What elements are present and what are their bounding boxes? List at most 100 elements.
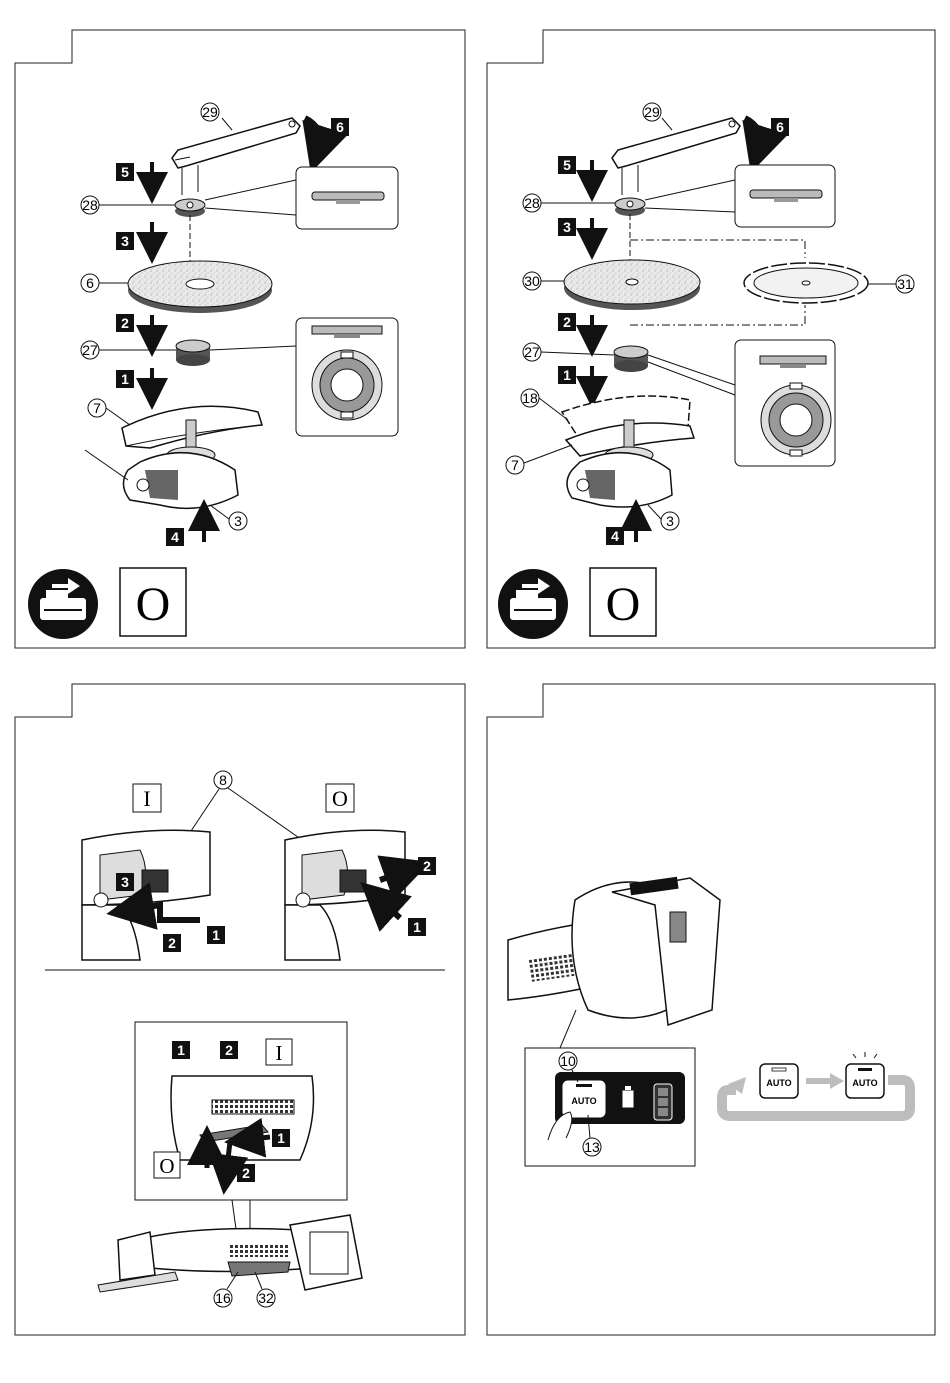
inner-flange [614,346,648,372]
step-badge: 3 [558,218,576,236]
switch-off-box: O [120,568,186,636]
remove-battery-icon [498,569,568,639]
svg-text:AUTO: AUTO [852,1078,877,1088]
step-badge: 1 [272,1129,290,1147]
callout-29-a: 29 [201,103,219,121]
grinding-wheel [564,260,700,310]
svg-text:5: 5 [563,157,571,173]
svg-text:2: 2 [423,858,431,874]
svg-text:O: O [136,578,171,631]
step-badge: 3 [116,873,134,891]
svg-text:O: O [332,786,348,811]
symbol-on-box: I [133,784,161,812]
callout-29-b: 29 [643,103,661,121]
step-badge: 6 [331,118,349,136]
callout-6-a: 6 [81,274,99,292]
svg-text:28: 28 [524,195,540,211]
svg-text:I: I [143,786,150,811]
callout-16-c: 16 [214,1289,232,1307]
svg-text:5: 5 [121,164,129,180]
svg-text:6: 6 [776,119,784,135]
step-badge: 2 [163,934,181,952]
flange-nut [175,199,205,217]
step-badge: 1 [172,1041,190,1059]
callout-32-c: 32 [257,1289,275,1307]
svg-text:4: 4 [171,529,179,545]
diamond-wheel [744,263,868,303]
svg-text:7: 7 [511,457,519,473]
svg-text:3: 3 [666,513,674,529]
grinding-wheel [128,261,272,313]
svg-text:31: 31 [897,276,913,292]
step-badge: 2 [418,857,436,875]
switch-off-box: O [590,568,656,636]
svg-text:1: 1 [212,927,220,943]
step-badge: 1 [558,366,576,384]
callout-3-b: 3 [661,512,679,530]
step-badge: 1 [408,918,426,936]
step-badge: 1 [116,370,134,388]
step-badge: 5 [558,156,576,174]
svg-text:1: 1 [413,919,421,935]
svg-text:2: 2 [563,314,571,330]
step-badge: 2 [558,313,576,331]
step-badge: 1 [207,926,225,944]
svg-text:3: 3 [121,233,129,249]
svg-text:3: 3 [121,874,129,890]
svg-text:6: 6 [336,119,344,135]
callout-30-b: 30 [523,272,541,290]
svg-text:27: 27 [524,344,540,360]
callout-7-b: 7 [506,456,524,474]
svg-text:2: 2 [121,315,129,331]
svg-text:10: 10 [560,1053,576,1069]
svg-text:27: 27 [82,342,98,358]
flange-nut [615,198,645,216]
auto-cycle-diagram: AUTO AUTO [722,1052,910,1116]
panel-c-switch-operation: I O 8 3 1 2 2 [15,684,465,1335]
callout-8-c: 8 [214,771,232,789]
svg-text:1: 1 [121,371,129,387]
callout-27-b: 27 [523,343,541,361]
svg-text:1: 1 [563,367,571,383]
step-badge: 4 [606,527,624,545]
step-badge: 2 [116,314,134,332]
svg-text:2: 2 [168,935,176,951]
callout-3-a: 3 [229,512,247,530]
step-badge: 4 [166,528,184,546]
svg-text:8: 8 [219,772,227,788]
svg-text:7: 7 [93,400,101,416]
svg-text:16: 16 [215,1290,231,1306]
svg-text:29: 29 [202,104,218,120]
detail-off-symbol: O [154,1152,180,1178]
grinder-side-off [285,830,405,960]
svg-text:30: 30 [524,273,540,289]
callout-13-d: 13 [583,1138,601,1156]
svg-text:1: 1 [277,1130,285,1146]
svg-text:13: 13 [584,1139,600,1155]
step-badge: 6 [771,118,789,136]
svg-text:I: I [276,1041,283,1065]
panel-a-wheel-install: 29 6 5 28 3 [15,30,465,648]
step-badge: 5 [116,163,134,181]
svg-text:6: 6 [86,275,94,291]
step-badge: 3 [116,232,134,250]
svg-text:O: O [606,578,641,631]
remove-battery-icon [28,569,98,639]
svg-text:32: 32 [258,1290,274,1306]
svg-text:18: 18 [522,390,538,406]
svg-text:AUTO: AUTO [571,1096,596,1106]
svg-text:29: 29 [644,104,660,120]
svg-text:O: O [159,1154,174,1178]
inner-flange [176,340,210,366]
svg-text:2: 2 [242,1165,250,1181]
svg-text:3: 3 [234,513,242,529]
callout-10-d: 10 [559,1052,577,1070]
svg-text:4: 4 [611,528,619,544]
svg-text:28: 28 [82,197,98,213]
detail-grinder-body [171,1076,314,1160]
detail-on-symbol: I [266,1039,292,1065]
grinder-rear-battery [508,877,720,1025]
panel-d-auto-mode: AUTO 10 13 AUTO [487,684,935,1335]
angle-grinder-full [98,1215,362,1292]
